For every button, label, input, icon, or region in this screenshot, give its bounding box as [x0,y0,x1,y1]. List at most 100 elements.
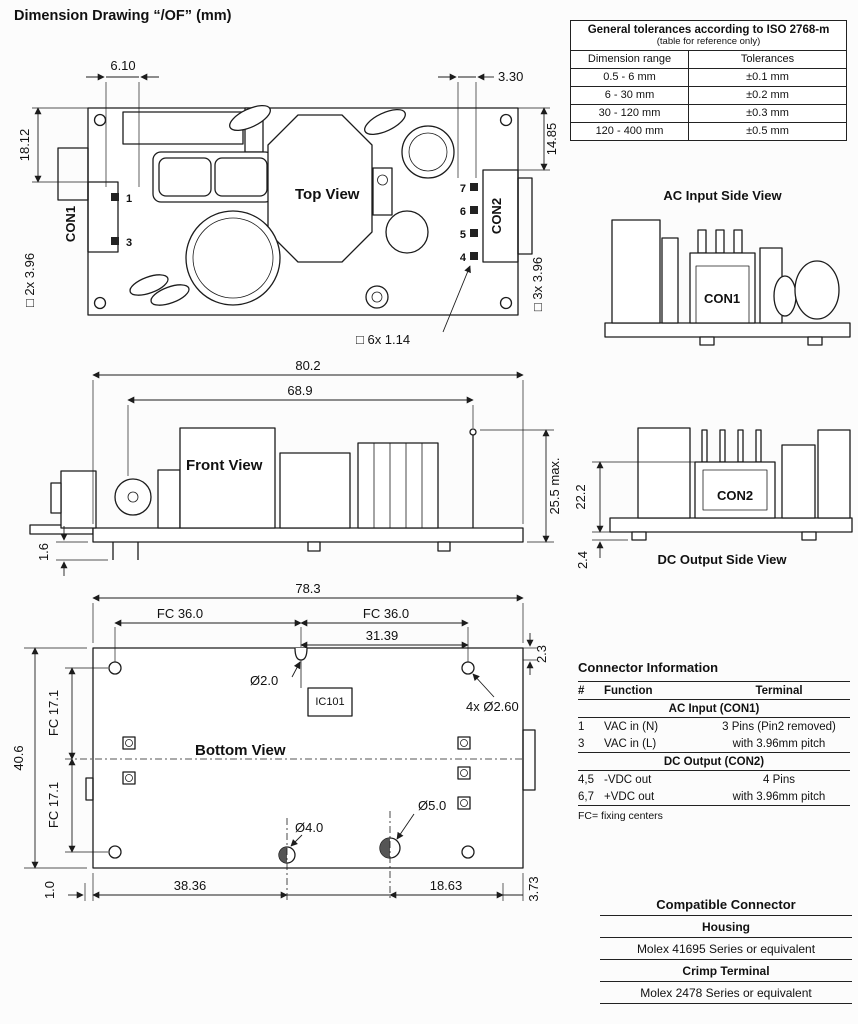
bottom-view-board-outline [92,647,524,869]
dim-2-3: 2.3 [523,633,549,675]
tolerance-range: 120 - 400 mm [571,122,689,140]
front-view-label: Front View [186,457,263,474]
con1-side-label: CON1 [704,291,740,306]
dim-fc-17-1-upper: FC 17.1 [46,667,108,760]
dim-18-12: 18.12 [18,107,88,183]
tolerance-range: 0.5 - 6 mm [571,68,689,86]
dim-40-6: 40.6 [11,647,87,869]
crimp-terminal-label: Crimp Terminal [600,960,852,982]
tolerance-range: 6 - 30 mm [571,86,689,104]
bottom-view-details [85,660,536,810]
svg-text:FC 36.0: FC 36.0 [157,606,203,621]
connector-row: 4,5 -VDC out 4 Pins [578,771,850,788]
fixing-centers-note: FC= fixing centers [578,805,850,822]
tolerances-col-tol: Tolerances [740,53,795,65]
dc-view-components [609,427,853,541]
tolerance-value: ±0.1 mm [689,68,846,86]
dim-bottom-chain: 38.36 18.63 1.0 3.73 [42,873,541,902]
top-view-con2: 7 6 5 4 CON2 [460,169,533,264]
con2-pin-7-label: 7 [460,183,466,195]
top-view-components [122,104,455,309]
ac-input-section-header: AC Input (CON1) [578,699,850,718]
connector-row: 1 VAC in (N) 3 Pins (Pin2 removed) [578,718,850,735]
dim-2-4: 2.4 [575,539,628,569]
dim-o5-0: Ø5.0 [396,798,446,840]
svg-text:18.12: 18.12 [18,129,32,162]
pin-num: 3 [578,737,585,750]
dc-output-side-view-drawing: CON2 22.2 2.4 DC Output Side View [573,427,853,569]
compatible-connector-title: Compatible Connector [600,893,852,916]
tolerances-table: General tolerances according to ISO 2768… [570,20,847,141]
con2-side-label: CON2 [717,488,753,503]
ic101-label: IC101 [315,696,344,708]
bottom-view-label: Bottom View [195,742,286,759]
housing-value: Molex 41695 Series or equivalent [600,938,852,960]
svg-text:40.6: 40.6 [11,745,26,770]
ac-view-drawing: CON1 [604,219,851,346]
dim-78-3: 78.3 [92,583,524,643]
dim-25-5-max: 25.5 max. [480,429,562,543]
tolerances-grid: Dimension range Tolerances 0.5 - 6 mm ±0… [571,51,846,140]
dim-o2-0: Ø2.0 [250,661,301,688]
top-view-con1: 1 3 CON1 [57,147,132,253]
crimp-terminal-value: Molex 2478 Series or equivalent [600,982,852,1004]
tolerance-range: 30 - 120 mm [571,104,689,122]
con2-pin-5-label: 5 [460,229,466,241]
con2-pin-4-label: 4 [460,252,467,264]
pin-terminal: with 3.96mm pitch [732,790,826,803]
front-view-drawing: Front View 80.2 68.9 25.5 max. 1.6 [29,358,562,576]
con2-label: CON2 [489,198,504,234]
svg-text:80.2: 80.2 [295,358,320,373]
top-view-drawing: 1 3 CON1 7 6 5 4 CON2 Top View 6.10 [18,58,559,347]
svg-text:4x Ø2.60: 4x Ø2.60 [466,699,519,714]
ac-input-side-view: AC Input Side View CON1 [590,188,855,361]
dc-output-section-header: DC Output (CON2) [578,752,850,771]
pin-terminal: 3 Pins (Pin2 removed) [722,720,836,733]
svg-text:3.73: 3.73 [526,876,541,901]
dim-31-39: 31.39 [300,628,469,649]
tolerance-value: ±0.5 mm [689,122,846,140]
svg-text:14.85: 14.85 [544,123,559,156]
svg-text:78.3: 78.3 [295,583,320,596]
svg-text:FC 36.0: FC 36.0 [363,606,409,621]
connector-info-table: Connector Information # Function Termina… [578,660,850,822]
svg-text:FC 17.1: FC 17.1 [46,690,61,736]
pin-function: -VDC out [604,773,652,786]
svg-text:68.9: 68.9 [287,383,312,398]
pin-function: VAC in (L) [604,737,657,750]
col-function: Function [604,684,653,697]
connector-row: 3 VAC in (L) with 3.96mm pitch [578,735,850,752]
con1-pin-1-label: 1 [126,193,132,205]
connector-info-title: Connector Information [578,660,850,682]
dim-6x-1-14: □ 6x 1.14 [356,265,471,347]
tolerances-col-range: Dimension range [571,51,689,68]
svg-text:Ø4.0: Ø4.0 [295,820,323,835]
bottom-view-drawing: IC101 Bottom View 78.3 FC 36.0 FC 36.0 3… [11,583,549,902]
svg-text:38.36: 38.36 [174,878,207,893]
tolerances-title: General tolerances according to ISO 2768… [587,24,830,36]
top-view-label: Top View [295,186,360,203]
pin-function: VAC in (N) [604,720,659,733]
dim-3-30: 3.30 [438,69,523,178]
svg-text:22.2: 22.2 [573,484,588,509]
svg-text:6.10: 6.10 [110,58,135,73]
con1-pin-3-label: 3 [126,237,132,249]
svg-text:25.5 max.: 25.5 max. [547,457,562,514]
dim-68-9: 68.9 [127,383,474,476]
dim-fc-17-1-lower: FC 17.1 [46,758,108,853]
compatible-connector-table: Compatible Connector Housing Molex 41695… [600,893,852,1004]
svg-text:18.63: 18.63 [430,878,463,893]
svg-text:Ø5.0: Ø5.0 [418,798,446,813]
dim-3x-3-96: □ 3x 3.96 [530,257,545,311]
connector-row: 6,7 +VDC out with 3.96mm pitch [578,788,850,805]
col-num: # [578,684,585,697]
pin-terminal: 4 Pins [763,773,795,786]
dc-view-title: DC Output Side View [657,552,787,567]
svg-text:2.4: 2.4 [575,551,590,569]
dim-2x-3-96: □ 2x 3.96 [22,253,37,307]
front-view-body [29,427,524,560]
connector-info-header: # Function Terminal [578,682,850,699]
housing-label: Housing [600,916,852,938]
pin-function: +VDC out [604,790,655,803]
